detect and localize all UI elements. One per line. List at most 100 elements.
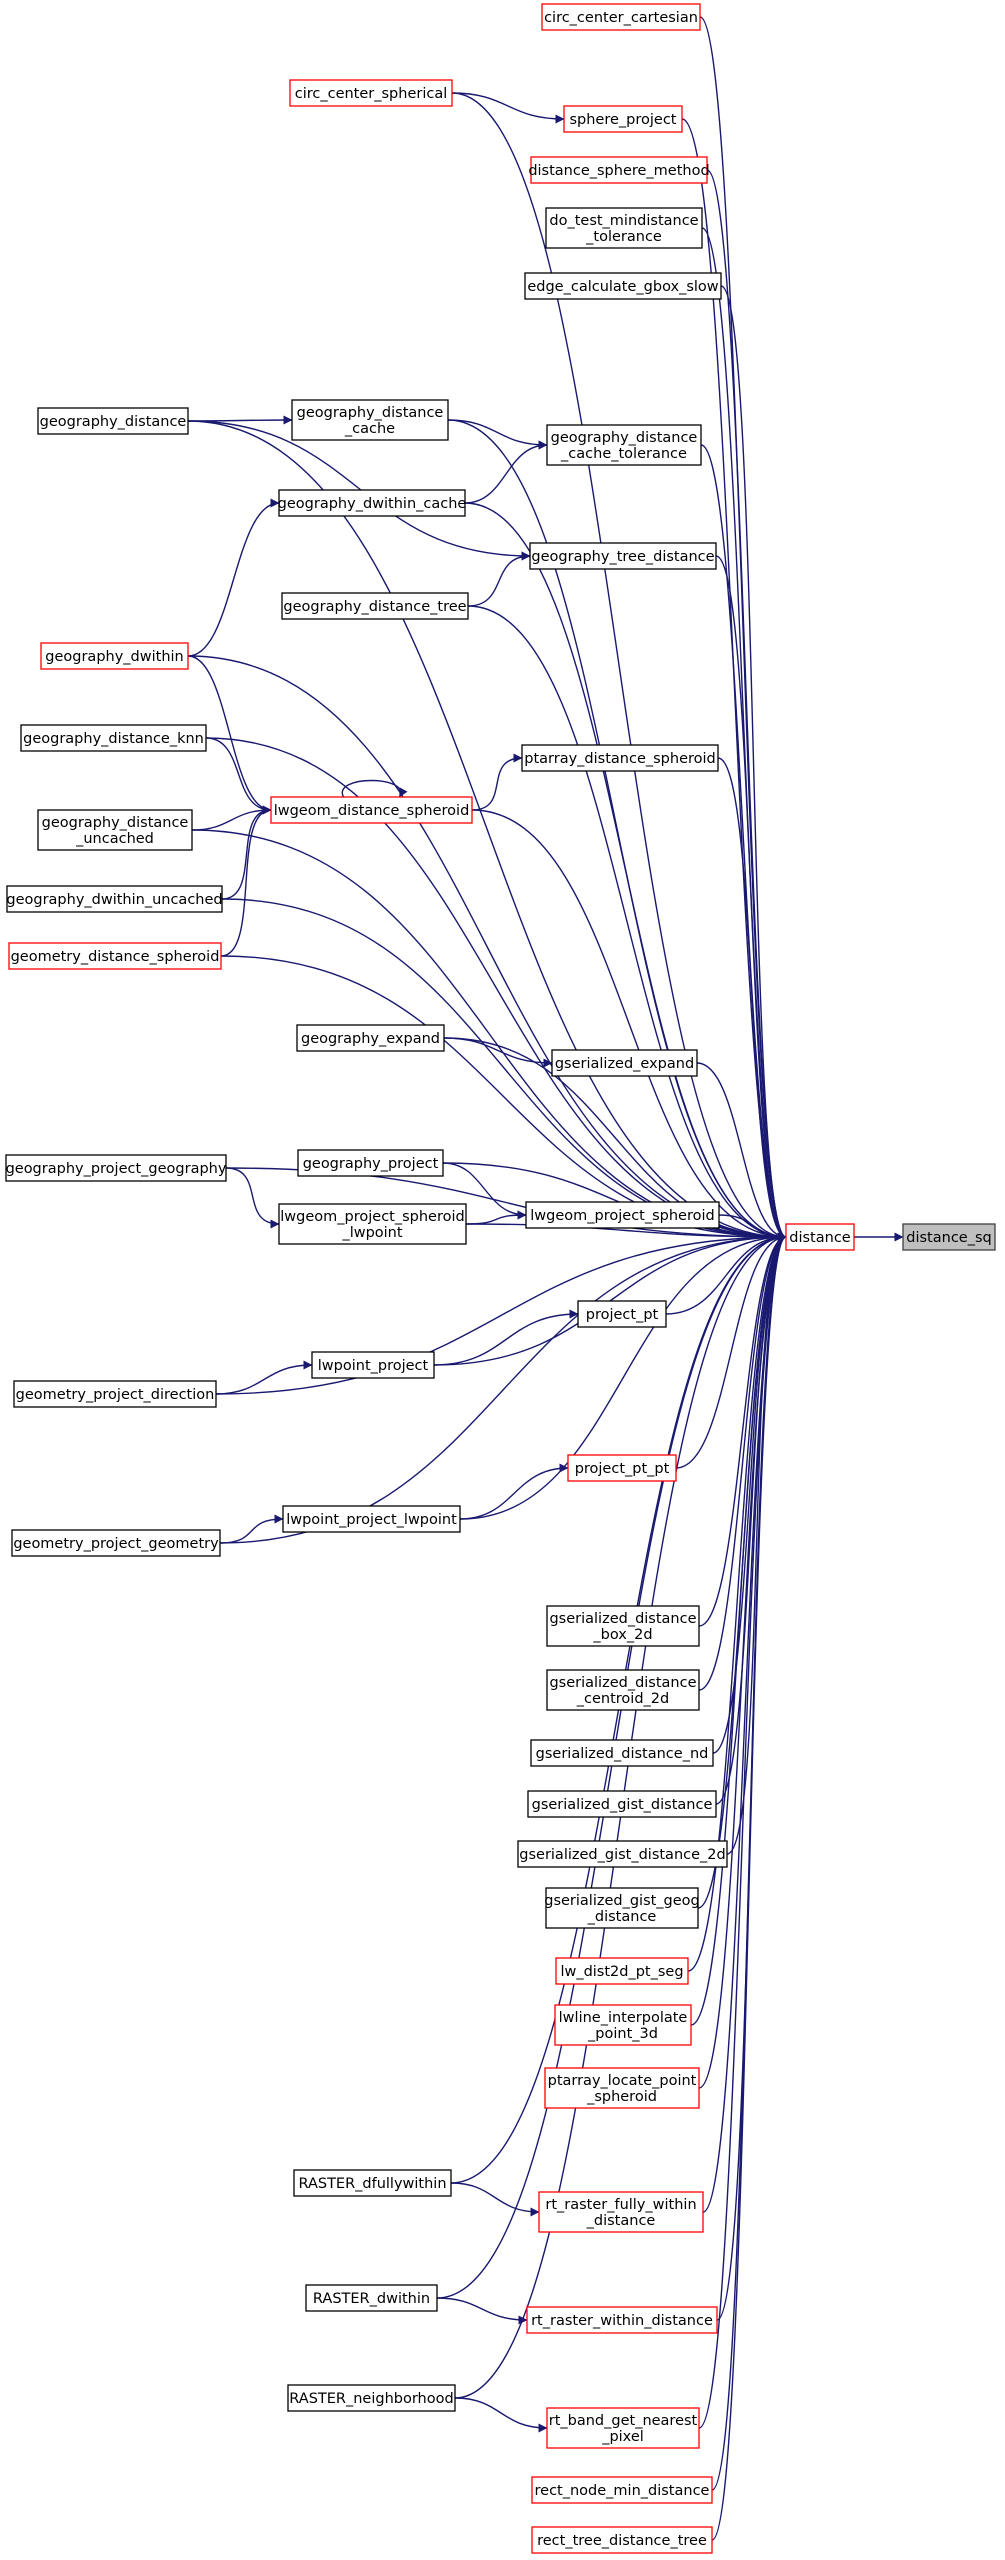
node-box (530, 1739, 714, 1767)
node-label: _pixel (601, 2429, 644, 2445)
node-box (278, 1203, 467, 1245)
edge-geography_distance-to-distance (187, 420, 787, 1242)
node-lwpoint-project[interactable]: lwpoint_project (311, 1351, 435, 1379)
node-box (281, 592, 469, 620)
node-geography-project[interactable]: geography_project (297, 1149, 444, 1177)
edge-geography_dwithin_uncached-to-lwgeom_distance_spheroid (221, 805, 272, 900)
node-label: gserialized_gist_distance_2d (519, 1847, 725, 1863)
node-gserialized-gist-distance[interactable]: gserialized_gist_distance (527, 1790, 717, 1818)
node-lwgeom-project-spheroid-lwpoint[interactable]: lwgeom_project_spheroid_lwpoint (278, 1203, 467, 1245)
node-lwgeom-project-spheroid[interactable]: lwgeom_project_spheroid (525, 1201, 720, 1229)
node-geometry-distance-spheroid[interactable]: geometry_distance_spheroid (8, 942, 222, 970)
edge-geography_expand-to-distance (443, 1037, 787, 1242)
node-gserialized-expand[interactable]: gserialized_expand (551, 1049, 698, 1077)
node-label: gserialized_distance_nd (536, 1746, 709, 1762)
node-box (305, 2284, 438, 2312)
edge-raster_dwithin-to-rt_raster_within_distance (436, 2297, 528, 2325)
edge-rt_raster_fully_within_distance-to-distance (702, 1232, 787, 2213)
node-label: sphere_project (569, 112, 676, 128)
edge-ptarray_distance_spheroid-to-distance (717, 757, 787, 1242)
node-circ-center-cartesian[interactable]: circ_center_cartesian (541, 3, 701, 31)
node-box (296, 1024, 445, 1052)
node-box (37, 407, 189, 435)
node-label: geography_tree_distance (531, 549, 714, 565)
node-gserialized-distance-box-2d[interactable]: gserialized_distance_box_2d (546, 1605, 700, 1647)
node-geography-project-geography[interactable]: geography_project_geography (5, 1154, 227, 1182)
node-distance[interactable]: distance (785, 1223, 855, 1251)
node-box (37, 809, 193, 851)
node-raster-dwithin[interactable]: RASTER_dwithin (305, 2284, 438, 2312)
edge-raster_neighborhood-to-rt_band_get_nearest_pixel (454, 2397, 548, 2433)
node-lw-dist2d-pt-seg[interactable]: lw_dist2d_pt_seg (555, 1957, 689, 1985)
node-gserialized-distance-centroid-2d[interactable]: gserialized_distance_centroid_2d (546, 1669, 700, 1711)
node-geography-distance-cache-tolerance[interactable]: geography_distance_cache_tolerance (546, 424, 702, 466)
node-geography-dwithin[interactable]: geography_dwithin (40, 642, 189, 670)
node-label: lw_dist2d_pt_seg (560, 1964, 683, 1980)
node-box (287, 2384, 456, 2412)
node-rt-raster-within-distance[interactable]: rt_raster_within_distance (526, 2306, 718, 2334)
node-geography-distance-tree[interactable]: geography_distance_tree (281, 592, 469, 620)
node-label: rt_band_get_nearest (549, 2413, 698, 2429)
node-label: geography_dwithin_uncached (6, 892, 222, 908)
edge-lwgeom_project_spheroid_lwpoint-to-lwgeom_project_spheroid (465, 1210, 527, 1225)
node-box (524, 272, 722, 300)
edge-geography_distance_tree-to-geography_tree_distance (467, 551, 531, 607)
node-raster-neighborhood[interactable]: RASTER_neighborhood (287, 2384, 456, 2412)
node-lwpoint-project-lwpoint[interactable]: lwpoint_project_lwpoint (282, 1505, 461, 1533)
node-box (6, 885, 223, 913)
node-circ-center-spherical[interactable]: circ_center_spherical (289, 79, 453, 107)
node-label: gserialized_gist_distance (532, 1797, 713, 1813)
node-edge-calculate-gbox-slow[interactable]: edge_calculate_gbox_slow (524, 272, 722, 300)
node-label: geography_project (303, 1156, 439, 1172)
node-lwline-interpolate-point-3d[interactable]: lwline_interpolate_point_3d (554, 2004, 692, 2046)
node-distance-sphere-method[interactable]: distance_sphere_method (528, 156, 710, 184)
node-gserialized-gist-distance-2d[interactable]: gserialized_gist_distance_2d (517, 1840, 728, 1868)
node-rect-tree-distance-tree[interactable]: rect_tree_distance_tree (531, 2526, 713, 2554)
edge-rt_band_get_nearest_pixel-to-distance (698, 1232, 787, 2429)
node-box (293, 2169, 452, 2197)
node-label: rect_tree_distance_tree (537, 2533, 707, 2549)
edge-geography_expand-to-gserialized_expand (443, 1037, 553, 1068)
node-geography-dwithin-cache[interactable]: geography_dwithin_cache (278, 489, 467, 517)
node-box (577, 1300, 667, 1328)
node-geography-distance-uncached[interactable]: geography_distance_uncached (37, 809, 193, 851)
node-geography-tree-distance[interactable]: geography_tree_distance (529, 542, 717, 570)
node-box (538, 2191, 704, 2233)
node-geography-distance-cache[interactable]: geography_distance_cache (291, 399, 449, 441)
node-geography-distance-knn[interactable]: geography_distance_knn (20, 724, 207, 752)
node-box (270, 796, 473, 824)
node-geometry-project-geometry[interactable]: geometry_project_geometry (11, 1529, 221, 1557)
node-lwgeom-distance-spheroid[interactable]: lwgeom_distance_spheroid (270, 796, 473, 824)
node-geography-expand[interactable]: geography_expand (296, 1024, 445, 1052)
node-label: distance_sphere_method (528, 163, 709, 179)
node-do-test-mindistance-tolerance[interactable]: do_test_mindistance_tolerance (545, 207, 703, 249)
node-rect-node-min-distance[interactable]: rect_node_min_distance (531, 2476, 713, 2504)
edge-edge_calculate_gbox_slow-to-distance (720, 285, 787, 1242)
node-gserialized-distance-nd[interactable]: gserialized_distance_nd (530, 1739, 714, 1767)
node-box (282, 1505, 461, 1533)
node-rt-band-get-nearest-pixel[interactable]: rt_band_get_nearest_pixel (546, 2407, 700, 2449)
node-gserialized-gist-geog-distance[interactable]: gserialized_gist_geog_distance (544, 1887, 700, 1929)
node-label: geography_dwithin_cache (278, 496, 467, 512)
node-label: ptarray_locate_point (548, 2073, 697, 2089)
node-sphere-project[interactable]: sphere_project (563, 105, 683, 133)
node-box (546, 424, 702, 466)
node-raster-dfullywithin[interactable]: RASTER_dfullywithin (293, 2169, 452, 2197)
node-box (517, 1840, 728, 1868)
edge-geography_distance_uncached-to-lwgeom_distance_spheroid (191, 805, 272, 831)
node-label: geometry_project_direction (16, 1387, 215, 1403)
node-label: _centroid_2d (576, 1691, 669, 1707)
node-rt-raster-fully-within-distance[interactable]: rt_raster_fully_within_distance (538, 2191, 704, 2233)
node-ptarray-locate-point-spheroid[interactable]: ptarray_locate_point_spheroid (544, 2067, 700, 2109)
node-box (546, 1605, 700, 1647)
node-geography-dwithin-uncached[interactable]: geography_dwithin_uncached (6, 885, 223, 913)
node-label: _point_3d (587, 2026, 658, 2042)
node-ptarray-distance-spheroid[interactable]: ptarray_distance_spheroid (521, 744, 719, 772)
node-box (20, 724, 207, 752)
node-geography-distance[interactable]: geography_distance (37, 407, 189, 435)
node-label: distance_sq (906, 1230, 991, 1246)
node-distance-sq[interactable]: distance_sq (902, 1223, 996, 1251)
node-project-pt[interactable]: project_pt (577, 1300, 667, 1328)
node-project-pt-pt[interactable]: project_pt_pt (567, 1454, 677, 1482)
node-geometry-project-direction[interactable]: geometry_project_direction (13, 1380, 217, 1408)
